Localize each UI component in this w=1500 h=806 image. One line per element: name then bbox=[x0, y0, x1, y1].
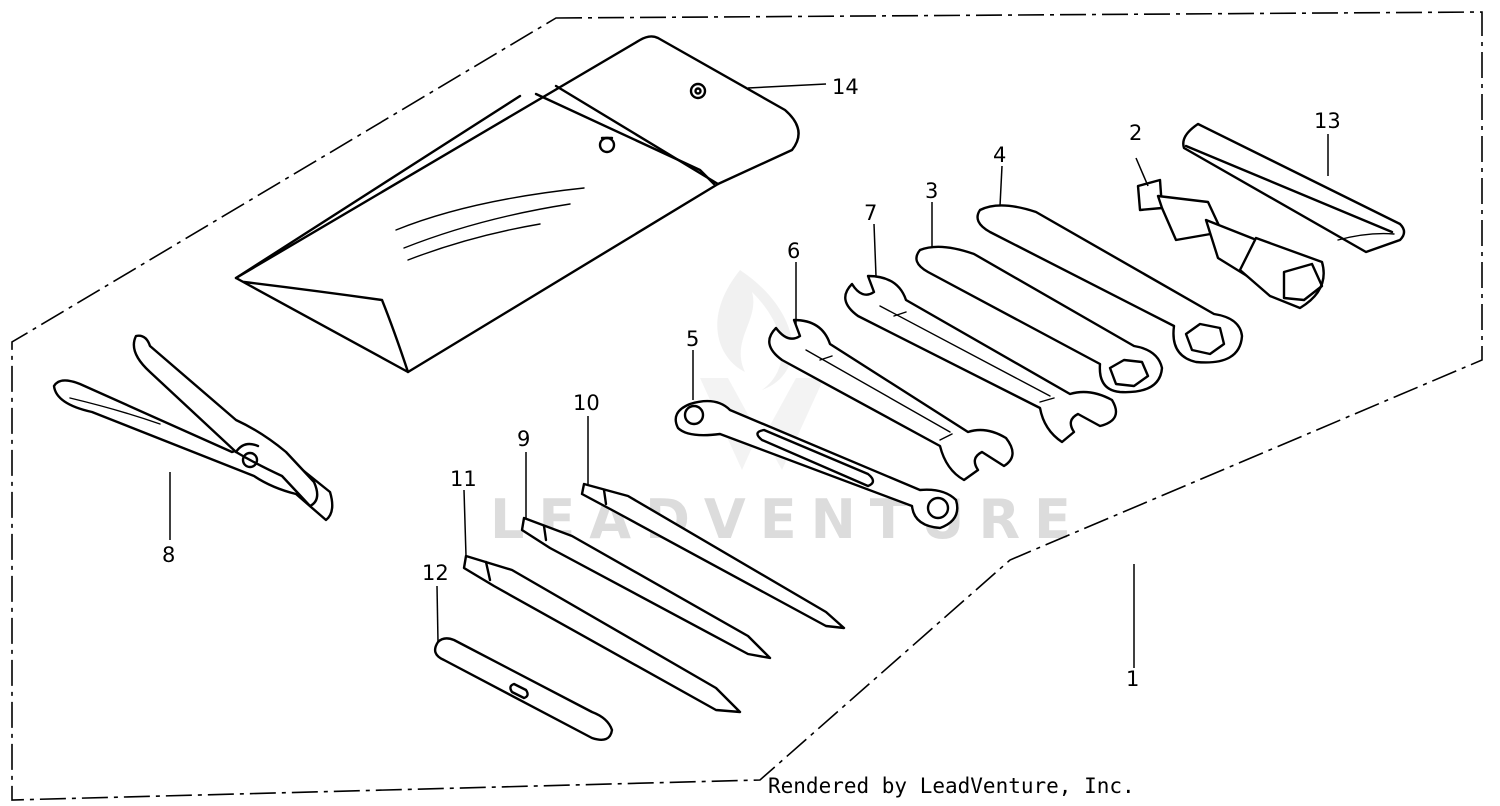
callout-10: 10 bbox=[573, 391, 600, 415]
credit-text: Rendered by LeadVenture, Inc. bbox=[768, 774, 1135, 798]
ratchet-wrench bbox=[674, 399, 959, 530]
pliers bbox=[52, 334, 334, 522]
tool-bag bbox=[234, 35, 800, 374]
callout-11: 11 bbox=[450, 467, 477, 491]
callout-5: 5 bbox=[686, 327, 699, 351]
box-wrench-large bbox=[976, 204, 1244, 364]
callout-7: 7 bbox=[864, 201, 877, 225]
handle-grip bbox=[1182, 122, 1406, 254]
callout-9: 9 bbox=[517, 427, 530, 451]
callout-14: 14 bbox=[832, 75, 859, 99]
callout-12: 12 bbox=[422, 561, 449, 585]
callout-labels: 1 2 3 4 5 6 7 8 9 10 11 12 13 14 bbox=[162, 75, 1341, 691]
open-end-wrench-7 bbox=[844, 274, 1118, 444]
leader-lines bbox=[169, 83, 1329, 668]
open-end-wrench-6 bbox=[768, 318, 1014, 482]
spark-plug-wrench bbox=[1136, 178, 1325, 310]
screwdriver-10 bbox=[580, 482, 846, 630]
screwdriver-9 bbox=[520, 516, 772, 660]
watermark-text: LEADVENTURE bbox=[490, 488, 1085, 551]
callout-3: 3 bbox=[925, 179, 938, 203]
callout-13: 13 bbox=[1314, 109, 1341, 133]
callout-8: 8 bbox=[162, 543, 175, 567]
box-wrench-small bbox=[915, 245, 1164, 394]
callout-1: 1 bbox=[1126, 667, 1139, 691]
screwdriver-11 bbox=[462, 554, 742, 714]
watermark: LEADVENTURE bbox=[490, 270, 1085, 551]
screwdriver-blade bbox=[433, 637, 614, 741]
watermark-flame-icon bbox=[700, 270, 824, 470]
callout-6: 6 bbox=[787, 239, 800, 263]
callout-2: 2 bbox=[1129, 121, 1142, 145]
tool-kit-outline bbox=[11, 11, 1483, 801]
callout-4: 4 bbox=[993, 143, 1006, 167]
